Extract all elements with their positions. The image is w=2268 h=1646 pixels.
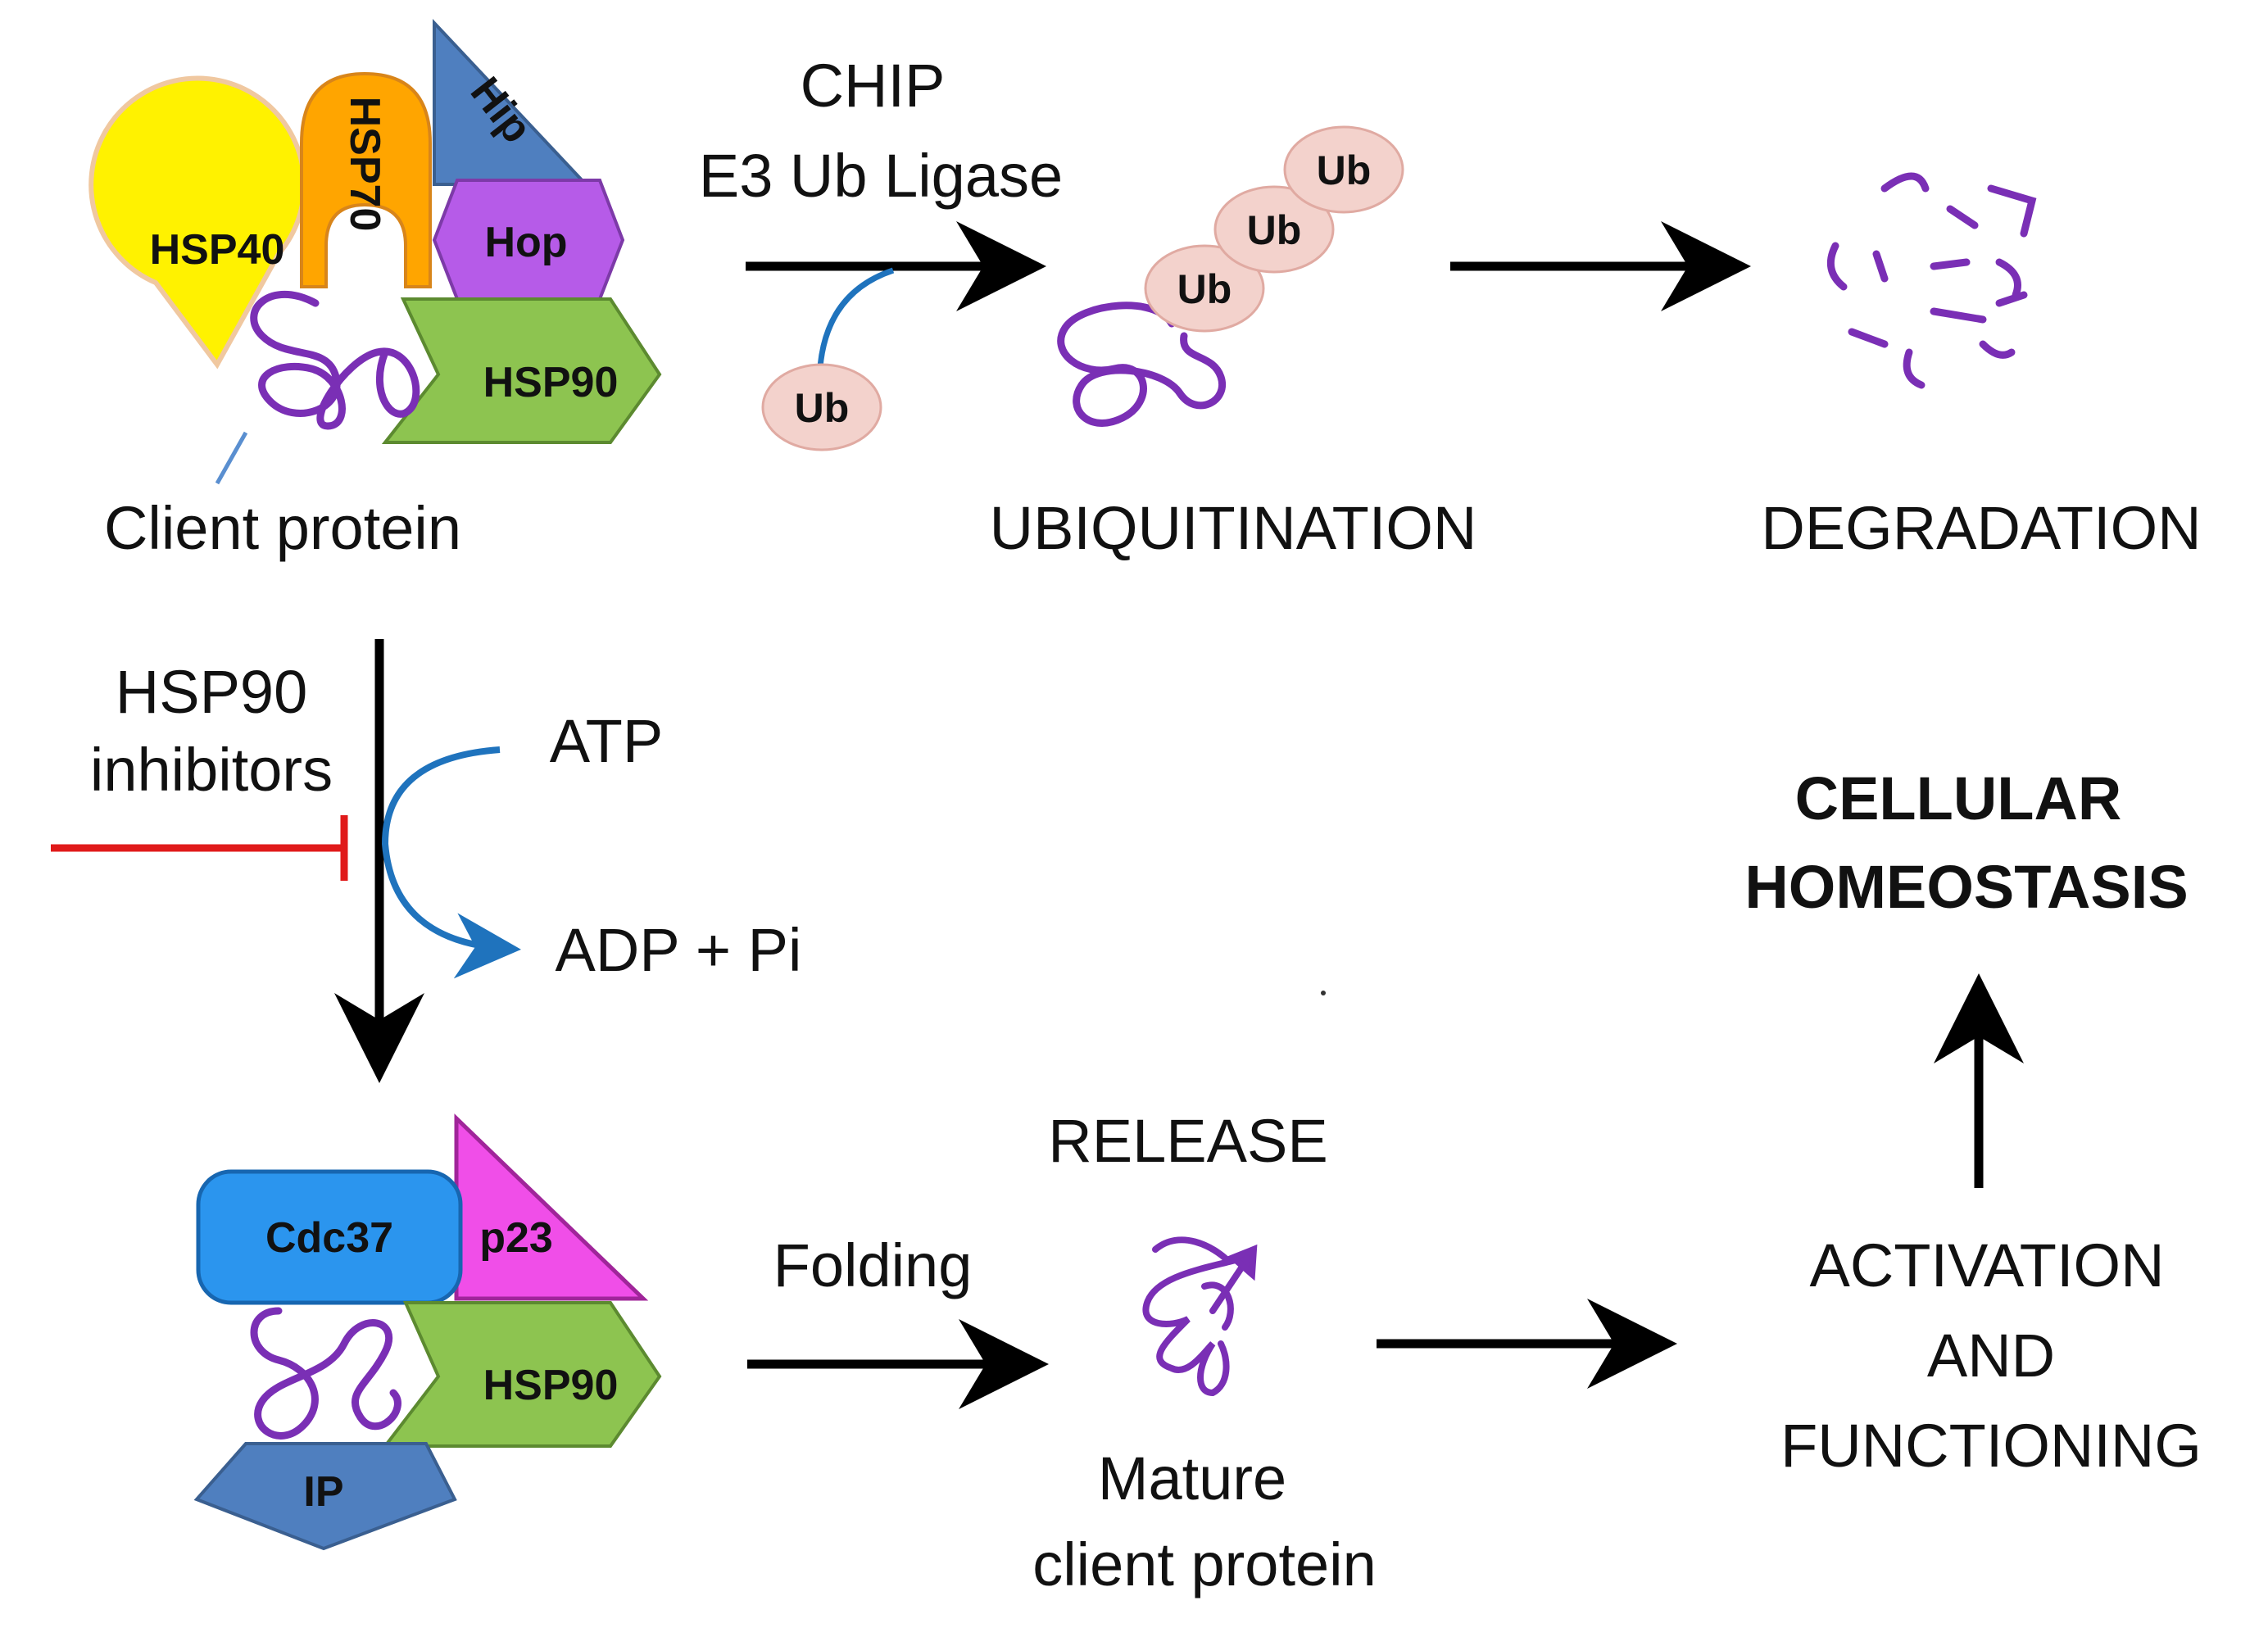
activation-label: ACTIVATION xyxy=(1809,1231,2164,1299)
client-protein-squiggle xyxy=(250,290,420,430)
atp-label: ATP xyxy=(550,707,663,775)
homeostasis-label: HOMEOSTASIS xyxy=(1744,853,2188,921)
mature-client-protein-shape xyxy=(1142,1236,1258,1397)
hsp90-top-shape xyxy=(381,297,662,444)
hsp40-shape xyxy=(88,75,307,370)
p23-shape xyxy=(454,1113,649,1301)
chaperone-complex-mature: Cdc37 p23 HSP90 IP xyxy=(193,1113,662,1551)
mature-label: Mature xyxy=(1098,1444,1286,1512)
degradation-label: DEGRADATION xyxy=(1761,494,2201,562)
client-protein-label: Client protein xyxy=(104,494,461,562)
atp-hydrolysis-arrow xyxy=(381,746,521,979)
cellular-label: CELLULAR xyxy=(1795,764,2122,832)
chaperone-complex-early: HSP40 HSP70 Hip Hop HSP90 xyxy=(88,18,662,485)
hsp90-bottom-label: HSP90 xyxy=(483,1362,619,1409)
ub-bubble-2 xyxy=(1213,185,1335,274)
mature-complex-client-squiggle xyxy=(250,1307,401,1440)
ub-label: Ub xyxy=(795,385,850,431)
ubiquitinated-client-squiggle xyxy=(1057,302,1227,427)
hsp90-bottom-shape xyxy=(381,1301,662,1448)
cdc37-shape xyxy=(196,1169,463,1305)
mature-client-protein-label: client protein xyxy=(1032,1530,1377,1598)
degraded-fragments xyxy=(1826,172,2037,389)
functioning-label: FUNCTIONING xyxy=(1780,1412,2202,1480)
client-pointer-line xyxy=(215,431,248,485)
ub-bubble xyxy=(761,363,882,451)
ub-label-3: Ub xyxy=(1317,147,1372,193)
ubiquitinated-protein: Ub Ub Ub xyxy=(1057,125,1404,427)
hsp90-top-label: HSP90 xyxy=(483,359,619,406)
ip-shape xyxy=(193,1442,457,1551)
cdc37-label: Cdc37 xyxy=(265,1214,393,1262)
ubiquitination-label: UBIQUITINATION xyxy=(990,494,1477,562)
ub-bubble-1 xyxy=(1144,244,1265,333)
folding-label: Folding xyxy=(773,1231,973,1299)
p23-label: p23 xyxy=(479,1214,553,1262)
hsp90-inhibitors-label-line1: HSP90 xyxy=(116,658,307,726)
ub-free: Ub xyxy=(761,363,882,451)
release-label: RELEASE xyxy=(1048,1107,1327,1175)
stray-dot xyxy=(1321,991,1326,995)
ub-label-1: Ub xyxy=(1177,266,1232,312)
hsp70-label: HSP70 xyxy=(341,97,388,232)
hsp70-shape xyxy=(300,71,432,288)
e3-ligase-label: E3 Ub Ligase xyxy=(699,142,1063,210)
and-label: AND xyxy=(1927,1322,2055,1390)
hsp40-label: HSP40 xyxy=(150,226,285,274)
chip-label: CHIP xyxy=(801,52,946,120)
adp-label: ADP + Pi xyxy=(556,916,802,984)
hsp90-inhibitors-label-line2: inhibitors xyxy=(90,736,333,804)
hop-label: Hop xyxy=(484,219,567,266)
ip-label: IP xyxy=(303,1468,343,1516)
ub-label-2: Ub xyxy=(1247,207,1302,253)
ub-bubble-3 xyxy=(1283,125,1404,214)
